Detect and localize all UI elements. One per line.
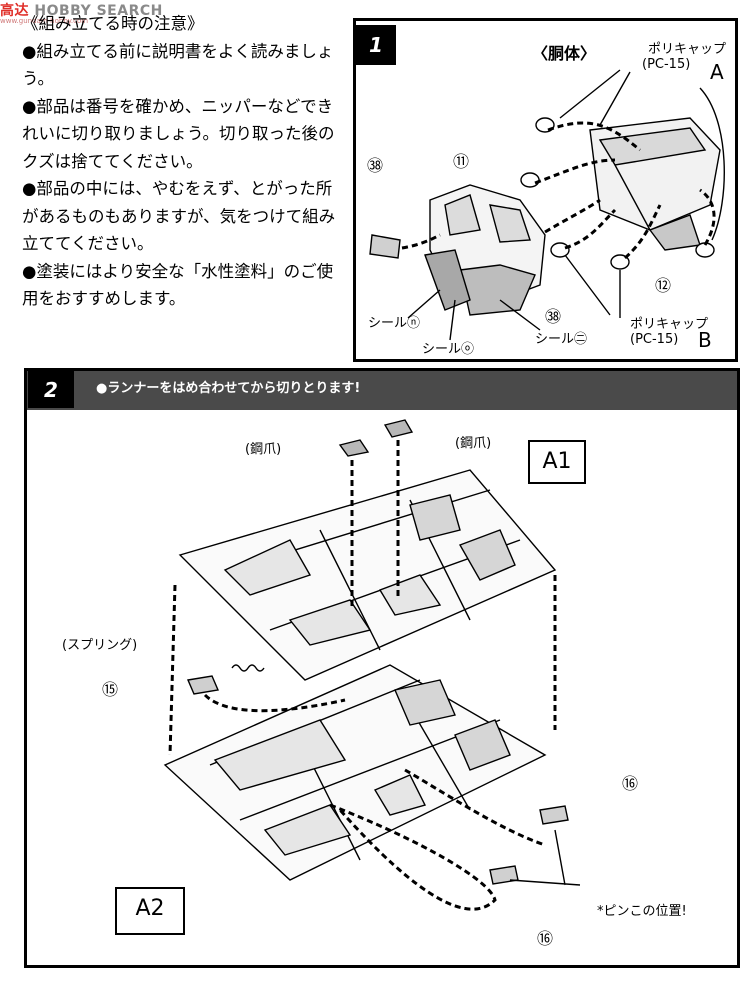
notes-title: 《組み立てる時の注意》	[22, 14, 204, 33]
polycap-icons	[520, 117, 715, 270]
step2-instruction: ●ランナーをはめ合わせてから切りとります!	[96, 381, 361, 396]
notes-item: ●組み立てる前に説明書をよく読みましょう。	[22, 41, 334, 89]
seal-ni-label: シール㊁	[535, 332, 588, 347]
polycap-a-leaders	[559, 69, 725, 241]
runner-a1-label: A1	[528, 440, 586, 484]
polycap-b-letter: B	[698, 328, 712, 352]
step1-assembly-guides	[401, 121, 716, 260]
watermark-url: www.gundam-hobby.com	[0, 17, 89, 25]
part-38-label-top: ㊳	[367, 156, 384, 175]
notes-item: ●塗装にはより安全な「水性塗料」のご使用をおすすめします。	[22, 261, 334, 309]
polycap-b-code: (PC-15)	[630, 332, 679, 347]
part-11-label: ⑪	[453, 152, 470, 171]
notes-item: ●部品の中には、やむをえず、とがった所があるものもありますが、気をつけて組み立て…	[22, 179, 336, 253]
part-16-label-top: ⑯	[622, 774, 639, 793]
polycap-a-letter: A	[710, 60, 724, 84]
pin-position-note: *ピンこの位置!	[597, 904, 687, 919]
step1-title: 〈胴体〉	[532, 44, 597, 63]
runner-a2	[163, 664, 547, 881]
step2-header-bar	[24, 368, 740, 410]
watermark-logo: 高达 HOBBY SEARCH www.gundam-hobby.com	[0, 0, 163, 25]
polycap-b-name: ポリキャップ	[630, 317, 709, 332]
part-12-label: ⑫	[655, 276, 672, 295]
claw-label-right: (鋼爪)	[455, 436, 492, 451]
part-38-label-bottom: ㊳	[545, 307, 562, 326]
small-part-38	[369, 234, 401, 259]
polycap-b-leaders	[564, 254, 621, 318]
claw-label-left: (鋼爪)	[245, 442, 282, 457]
seal-leaders	[407, 289, 541, 341]
watermark-cn: 高达	[0, 3, 29, 19]
step2-panel	[24, 368, 740, 968]
runner-a2-label: A2	[115, 887, 185, 935]
polycap-a-code: (PC-15)	[642, 57, 691, 72]
seal-o-label: シールⓞ	[422, 342, 475, 357]
part-16-label-bottom: ⑯	[537, 929, 554, 948]
watermark-en: HOBBY SEARCH	[34, 3, 163, 19]
notes-item: ●部品は番号を確かめ、ニッパーなどできれいに切り取りましょう。切り取った後のクズ…	[22, 96, 335, 171]
step2-number: 2	[28, 370, 74, 408]
assembly-notes: 《組み立てる時の注意》 ●組み立てる前に説明書をよく読みましょう。 ●部品は番号…	[22, 10, 340, 313]
spring-label: (スプリング)	[62, 638, 138, 653]
step1-number: 1	[356, 25, 396, 65]
seal-na-label: シールⓝ	[368, 316, 421, 331]
pin-parts	[489, 805, 569, 885]
part-15-label: ⑮	[102, 680, 119, 699]
polycap-a-name: ポリキャップ	[648, 42, 727, 57]
pin-note-leaders	[509, 829, 581, 886]
chest-part	[424, 184, 546, 316]
spring-part	[187, 664, 265, 695]
runner-a1	[178, 469, 557, 681]
step2-assembly-guides	[168, 440, 557, 911]
claw-parts	[338, 419, 414, 457]
step1-panel	[353, 18, 738, 362]
torso-body-part	[589, 117, 721, 251]
